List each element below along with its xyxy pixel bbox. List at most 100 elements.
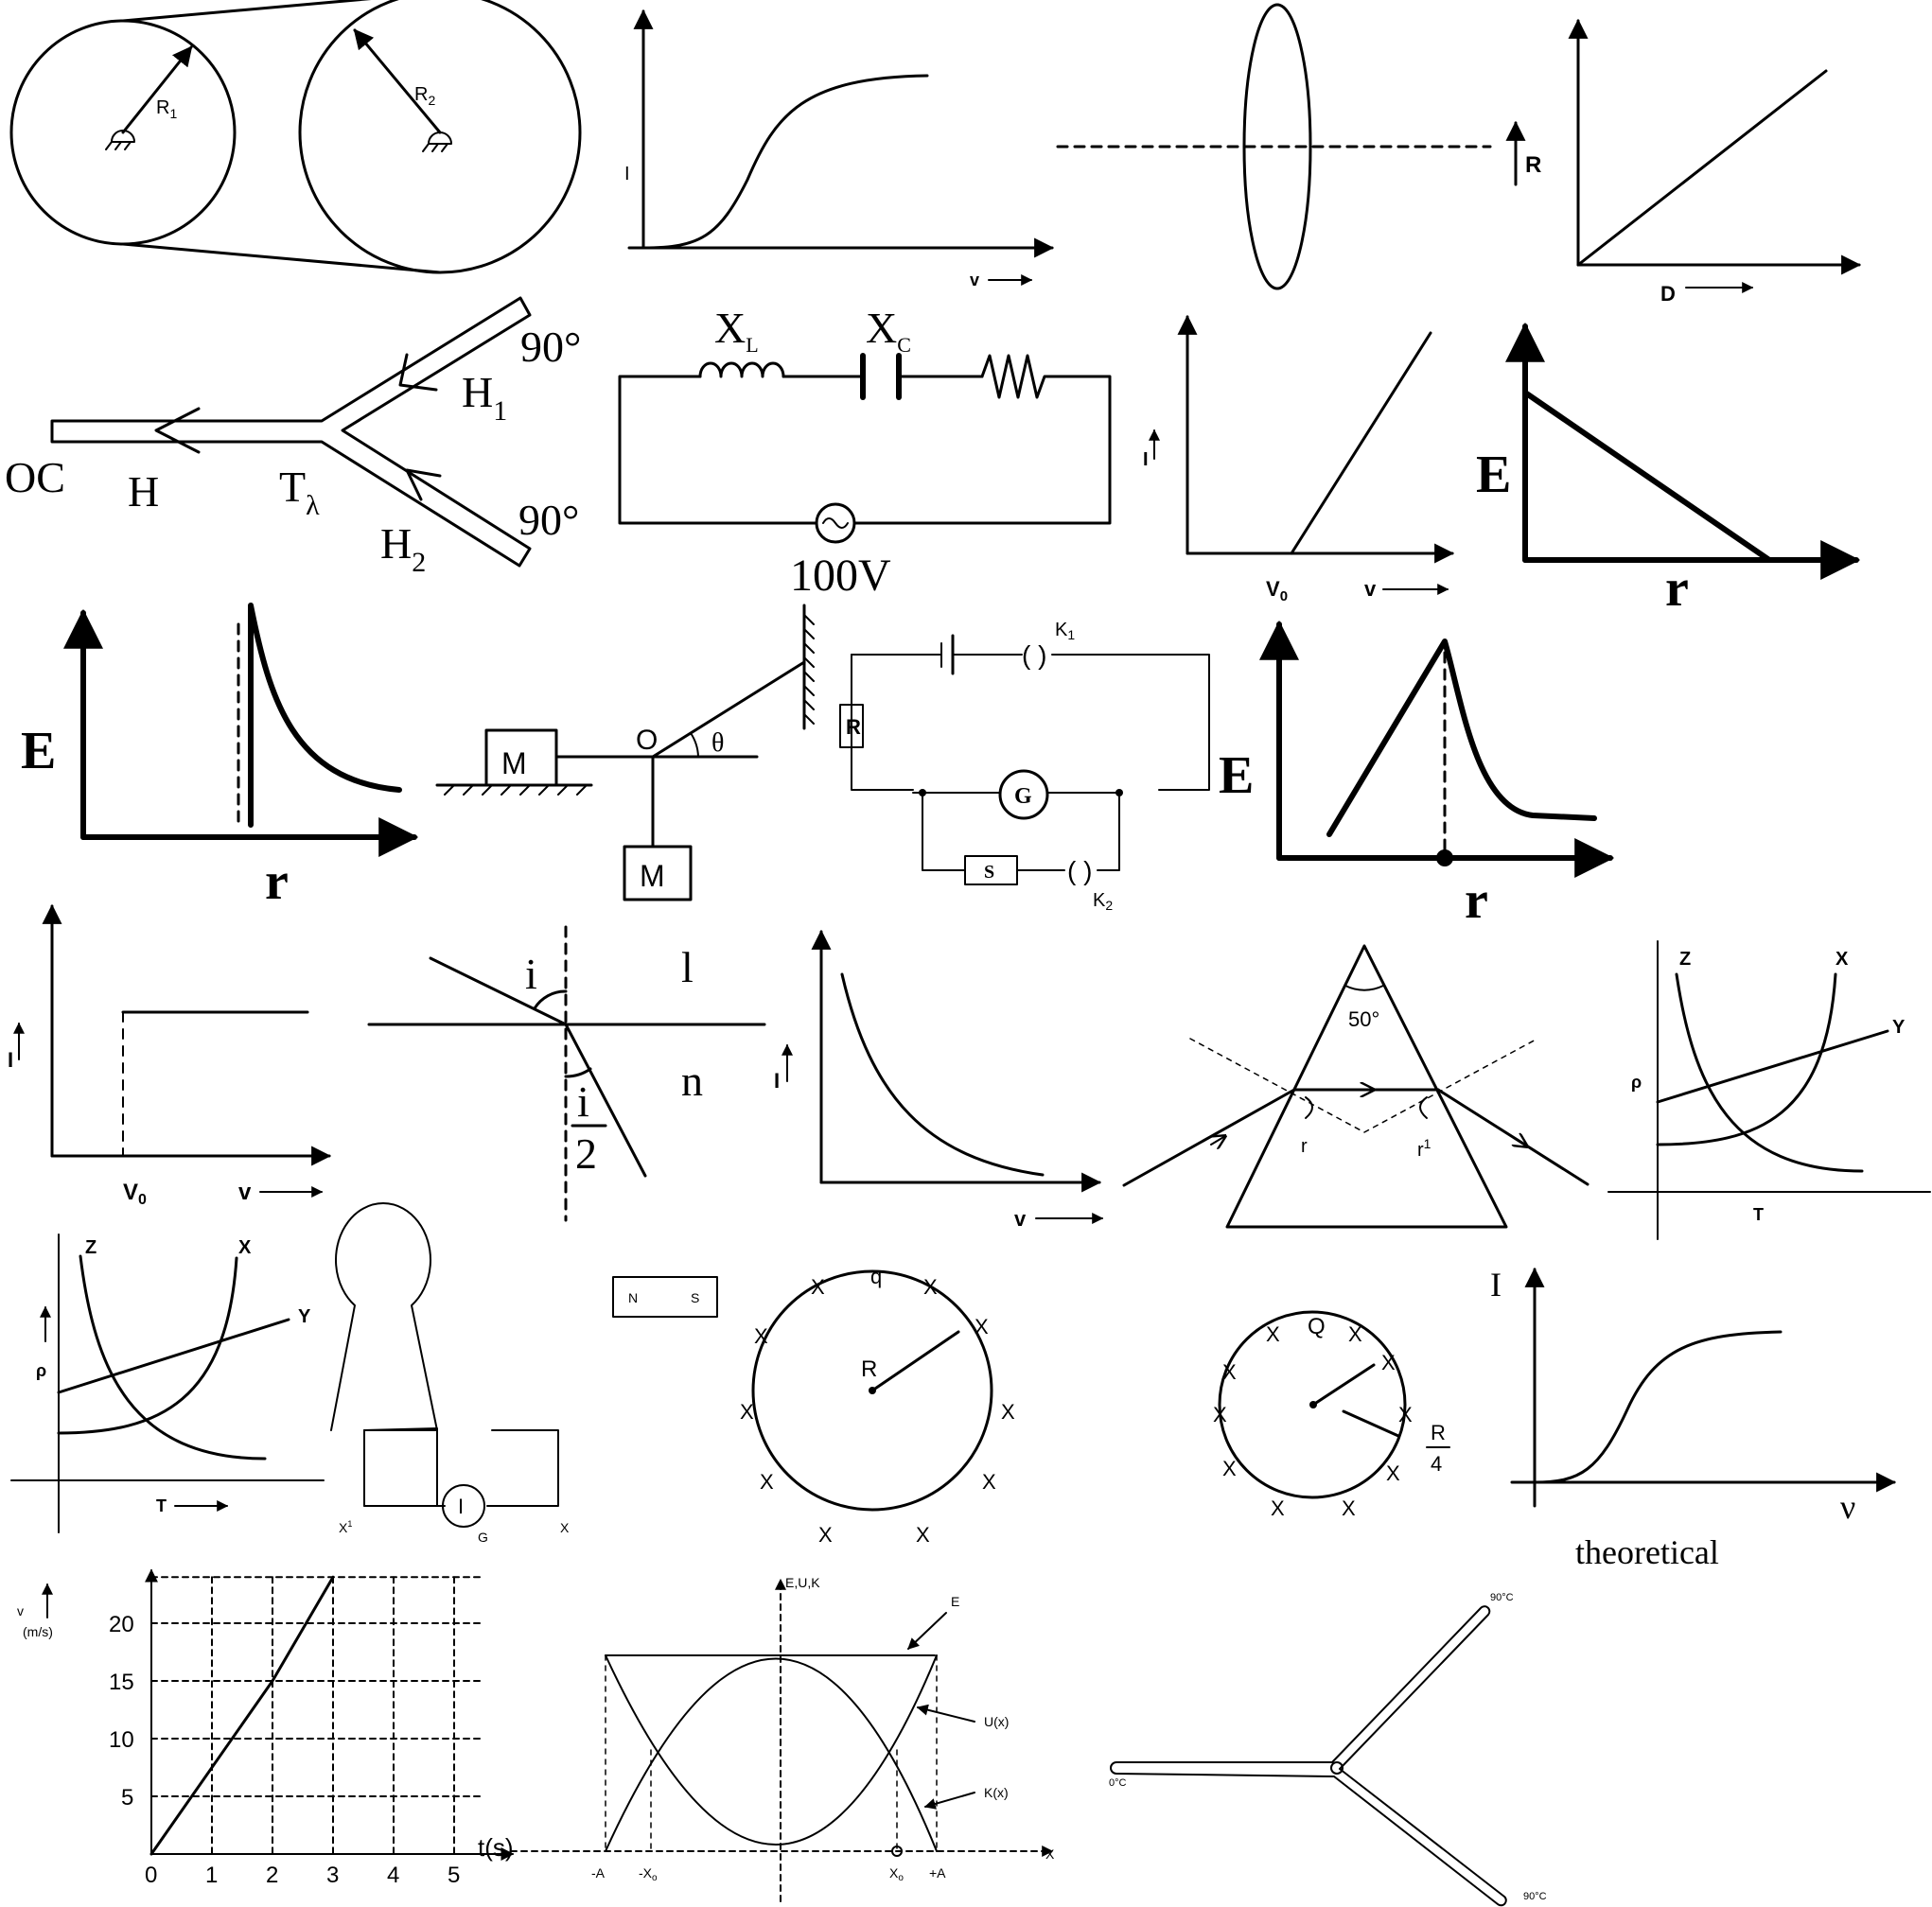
angle-arc-r [564,1067,592,1078]
svg-text:X: X [1222,1360,1237,1384]
xl-label: X [714,304,746,352]
svg-text:X: X [818,1523,833,1547]
magnet-body [612,1276,718,1318]
graph-i-v-decay: I v [774,929,1104,1231]
shunt-s [964,855,1018,885]
y-tick-label: 5 [121,1785,133,1811]
prism [1225,944,1508,1229]
pivot-icon-1 [105,130,135,150]
z-label: Z [85,1237,97,1258]
graph-theoretical: I ν theoretical [1490,1266,1897,1571]
pipe-junction-diagram: 90° 90° OC H Tλ H1 H2 [5,296,581,578]
shunt-wire [922,792,1120,871]
x-label: v [1364,577,1377,601]
resistor-icon [980,354,1060,399]
circle-bigq-diagram: Q R 4 X X X X X X X X X X [1213,1310,1450,1520]
y-axis-label: E,U,K [785,1575,820,1590]
svg-text:X: X [1386,1461,1400,1485]
k1-label: K [1055,620,1068,640]
kinetic-curve [605,1657,938,1852]
y-tick-label: 10 [109,1727,134,1753]
bar-magnet: N S [612,1276,718,1318]
y-axis-label: v [17,1603,24,1618]
theta-label: θ [711,728,724,758]
svg-text:X: X [923,1275,938,1299]
graph-e-r-linear: E r [1476,322,1861,618]
svg-text:X: X [1213,1403,1227,1426]
ring-label: R [1525,152,1541,178]
rlc-circuit: XL XC 100V [618,304,1112,601]
frac-num: i [577,1077,589,1126]
oc-label: OC [5,453,65,501]
svg-text:XC: XC [866,304,911,357]
pos-a-label: +A [929,1865,946,1881]
x-tick-label: 1 [205,1863,218,1888]
e-label: E [951,1594,959,1609]
curve-x [1656,972,1837,1146]
loop-frame-left [363,1427,438,1507]
y-tick-label: 20 [109,1612,134,1637]
r-label: r [1301,1136,1308,1157]
svg-text:X: X [1271,1496,1285,1520]
ray-arrow-3 [1514,1138,1527,1146]
curve [840,972,1045,1177]
rod-outline [1110,1605,1507,1907]
svg-text:X: X [916,1523,930,1547]
svg-text:Tλ: Tλ [279,463,320,521]
x-label: ν [1840,1488,1855,1526]
flow-arrow-h1 [398,353,438,392]
e-pointer [907,1612,947,1650]
line-y [1656,1029,1889,1104]
u-pointer [916,1704,975,1723]
n-pole: N [628,1290,638,1305]
graph-e-r-peak: E r [1219,620,1615,930]
g-label: G [1014,784,1032,809]
pulley-large [298,0,582,274]
y-label: I [1143,449,1149,470]
flow-arrow-h [154,407,201,454]
x0-label: V [1266,577,1280,601]
inclined-string [651,660,806,759]
hanging-masses-diagram: M M O θ [435,604,815,901]
wire-right [852,375,1112,525]
svg-text:V0: V0 [1266,577,1288,604]
svg-text:X: X [975,1315,989,1338]
q-label: q [870,1265,882,1288]
k-label: K(x) [984,1785,1009,1800]
graph-i-v-step: I V0 v [8,903,332,1208]
galvanometer-circuit: ( ) R G S ( ) K1 K2 [839,620,1210,913]
angle-arc-i [533,989,568,1010]
t0-label: 0°C [1109,1777,1127,1789]
svg-text:R2: R2 [414,84,435,108]
x1-label: X [339,1520,348,1535]
small-radius-line [1342,1409,1400,1438]
h1-label: H [462,368,493,416]
curve [641,74,929,250]
potential-curve [605,1654,938,1846]
apex-arc [1344,985,1384,991]
x-tick-label: 3 [326,1863,339,1888]
y-axis-unit: (m/s) [23,1624,53,1639]
curve [248,603,402,828]
t2-label: 90°C [1523,1891,1547,1902]
radius-arrow-2 [353,28,442,134]
line-y [57,1318,290,1394]
belt-pulley-diagram: R1 R2 [9,0,582,274]
o-label: O [636,725,658,756]
x-label: X [1045,1846,1055,1862]
r2-label: R [414,84,428,105]
ac-source-icon [815,502,856,544]
r-label: R [846,715,861,739]
wire-left [618,375,818,525]
refracted-ray [564,1023,647,1178]
series-line [149,1575,335,1856]
line [1290,331,1432,555]
s-label: S [984,862,994,883]
x-tick-label: 5 [448,1863,460,1888]
r-label: R [861,1356,877,1382]
k2-label: K [1093,890,1106,911]
s-pole: S [691,1290,699,1305]
r1-label: r [1417,1140,1424,1161]
svg-text:X: X [1342,1496,1356,1520]
